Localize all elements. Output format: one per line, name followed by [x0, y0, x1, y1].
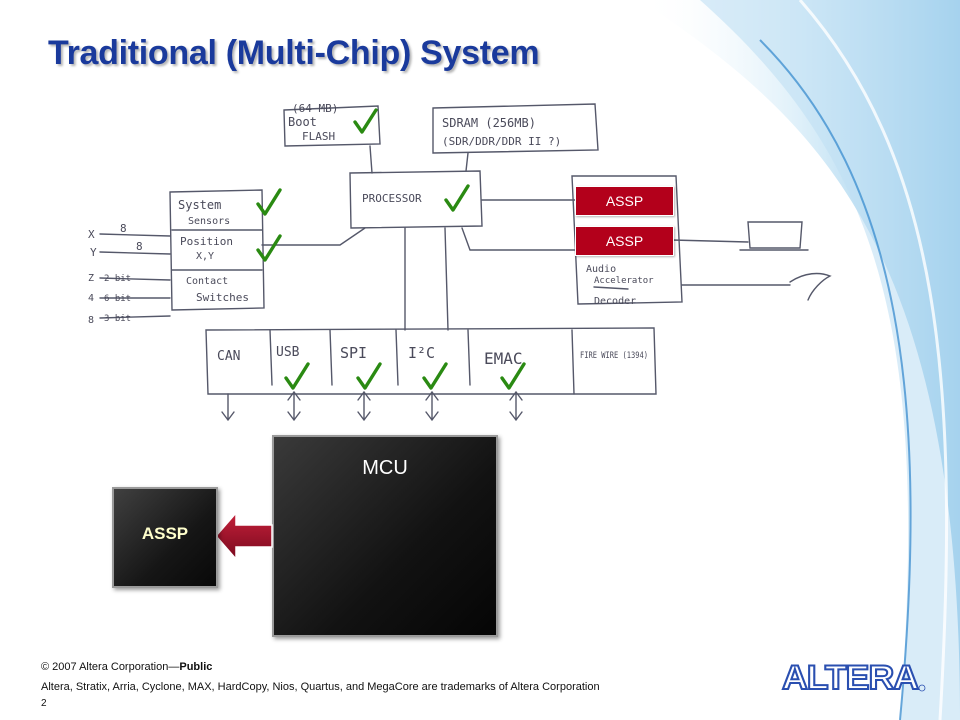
audio-line1: Audio [586, 264, 616, 275]
input-8c: 8 [88, 315, 94, 326]
contact-line1: Contact [186, 276, 228, 287]
io-box [169, 189, 265, 311]
page-number: 2 [41, 698, 47, 709]
assp-stack-box [571, 175, 683, 305]
sdram-line2-label: (SDR/DDR/DDR II ?) [442, 135, 561, 148]
arrow-left-icon [215, 511, 273, 561]
sdram-box [432, 103, 599, 154]
position-line2: X,Y [196, 251, 214, 262]
check-icon [356, 362, 382, 390]
bits-z: 2 bit [104, 274, 131, 284]
bus-firewire: FIRE WIRE (1394) [580, 351, 648, 361]
laptop-sketch [739, 221, 809, 251]
antenna-sketch [789, 272, 832, 301]
public-label: Public [179, 661, 213, 673]
page-title: Traditional (Multi-Chip) System [48, 34, 540, 72]
input-8a: 8 [120, 222, 127, 235]
input-x: X [88, 228, 95, 241]
copyright-text: © 2007 Altera Corporation— [41, 661, 180, 673]
input-8b: 8 [136, 240, 143, 253]
assp-box: ASSP [575, 186, 674, 216]
assp-chip-label: ASSP [141, 524, 189, 543]
flash-line2-label: FLASH [302, 130, 335, 143]
bus-box [205, 327, 657, 395]
mcu-chip: MCU [272, 435, 498, 637]
check-icon [422, 362, 448, 390]
audio-line3: Decoder [594, 296, 636, 307]
bus-spi: SPI [340, 344, 367, 362]
bus-usb: USB [276, 345, 300, 360]
check-icon [256, 234, 282, 262]
footer-copyright: © 2007 Altera Corporation—Public [41, 661, 212, 673]
check-icon [256, 188, 282, 216]
mcu-label: MCU [362, 457, 408, 479]
bus-can: CAN [217, 349, 240, 364]
processor-box [349, 170, 483, 229]
position-line1: Position [180, 235, 233, 248]
input-y: Y [90, 246, 97, 259]
input-z: Z [88, 273, 94, 284]
bits-8: 3 bit [104, 314, 131, 324]
sdram-line1-label: SDRAM (256MB) [442, 116, 536, 130]
flash-line1-label: Boot [288, 115, 317, 129]
contact-line2: Switches [196, 291, 249, 304]
altera-logo: ALTERA [781, 658, 926, 697]
check-icon [353, 108, 378, 134]
system-sensors-line1: System [178, 198, 221, 212]
system-sensors-line2: Sensors [188, 216, 230, 227]
bus-emac: EMAC [484, 349, 523, 368]
bus-i2c: I²C [408, 344, 435, 362]
assp-chip: ASSP [112, 487, 218, 588]
check-icon [500, 362, 526, 390]
processor-label: PROCESSOR [362, 192, 422, 205]
check-icon [284, 362, 310, 390]
flash-size-label: (64 MB) [292, 102, 338, 115]
footer-trademarks: Altera, Stratix, Arria, Cyclone, MAX, Ha… [41, 681, 600, 693]
check-icon [444, 184, 470, 212]
input-4: 4 [88, 293, 94, 304]
flash-box [283, 105, 381, 147]
assp-box: ASSP [575, 226, 674, 256]
logo-text: ALTERA [782, 659, 918, 697]
bits-4: 6 bit [104, 294, 131, 304]
audio-line2: Accelerator [594, 276, 654, 286]
